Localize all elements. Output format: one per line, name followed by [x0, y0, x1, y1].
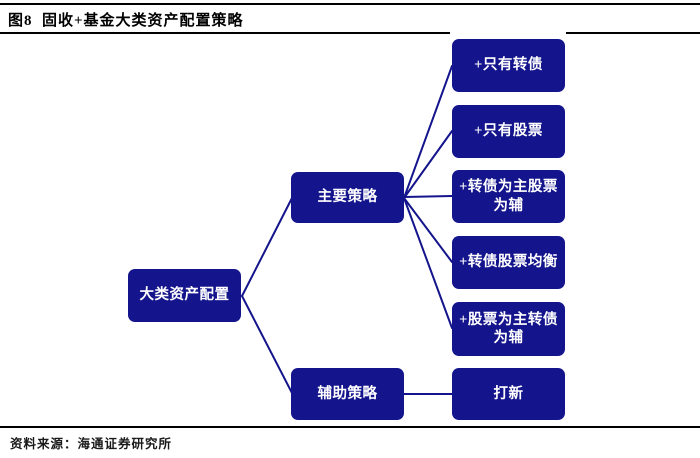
node-only-stocks: +只有股票	[452, 105, 565, 158]
edge-main-leaf5	[403, 197, 453, 329]
node-convertible-primary-stocks-secondary: +转债为主股票为辅	[452, 170, 565, 223]
node-only-convertible-bonds: +只有转债	[452, 39, 565, 92]
node-main-strategy: 主要策略	[291, 172, 404, 223]
top-rule	[0, 3, 700, 5]
edge-main-leaf4	[403, 197, 453, 263]
node-asset-allocation: 大类资产配置	[128, 269, 241, 322]
edge-main-leaf3	[403, 195, 453, 198]
edge-main-leaf1	[403, 65, 453, 199]
node-aux-strategy: 辅助策略	[291, 368, 404, 420]
edge-root-aux	[241, 295, 293, 394]
title-underline-right	[566, 32, 700, 34]
title-underline-left	[0, 32, 450, 34]
node-convertible-stock-balanced: +转债股票均衡	[452, 236, 565, 289]
edge-root-main	[241, 197, 293, 297]
edge-main-leaf2	[403, 130, 453, 199]
figure-title: 图8 固收+基金大类资产配置策略	[8, 13, 244, 29]
source-note: 资料来源：海通证券研究所	[10, 437, 173, 451]
node-stocks-primary-convertible-secondary: +股票为主转债为辅	[452, 302, 565, 356]
bottom-rule	[0, 426, 700, 428]
node-ipo-subscription: 打新	[452, 368, 565, 420]
